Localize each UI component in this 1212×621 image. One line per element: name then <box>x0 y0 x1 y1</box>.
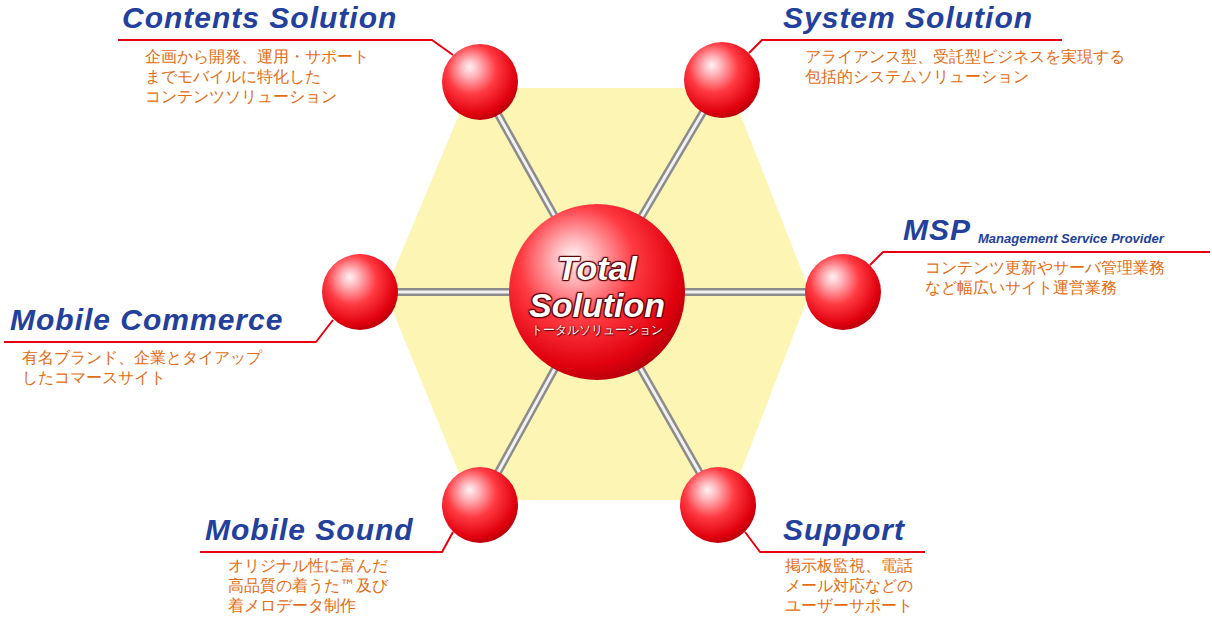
description-text: コンテンツ更新やサーバ管理業務 など幅広いサイト運営業務 <box>925 258 1178 298</box>
hexagon-ground <box>385 88 810 500</box>
sphere-shape <box>322 254 398 330</box>
spoke-tube <box>683 288 807 296</box>
spoke-tube <box>497 367 555 473</box>
spoke-highlight <box>683 291 807 294</box>
hub-circle: Total Solutionトータルソリューション <box>509 204 685 380</box>
description-text: アライアンス型、受託型ビジネスを実現する 包括的システムソリューション <box>805 47 1138 87</box>
spoke-highlight <box>396 291 511 294</box>
hub-subtitle: トータルソリューション <box>509 323 685 337</box>
spoke-tube <box>498 113 556 216</box>
spoke-tube <box>641 111 704 218</box>
sphere-node: System Solutionアライアンス型、受託型ビジネスを実現する 包括的シ… <box>684 42 760 118</box>
spoke-highlight <box>498 113 556 216</box>
spoke-connector <box>497 367 555 473</box>
heading-text: MSP <box>903 214 971 246</box>
sphere-fill <box>442 467 518 543</box>
sphere-node: MSPManagement Service Providerコンテンツ更新やサー… <box>805 254 881 330</box>
sphere-node: Contents Solution企画から開発、運用・サポート までモバイルに特… <box>442 44 518 120</box>
sphere-shape <box>680 467 756 543</box>
heading-text: System Solution <box>783 2 1033 34</box>
spoke-highlight <box>639 367 700 474</box>
spoke-connector <box>639 367 700 474</box>
spoke-connector <box>498 113 556 216</box>
hub-title: Total Solution <box>522 250 672 324</box>
sphere-fill <box>684 42 760 118</box>
spoke-connector <box>396 292 511 293</box>
sphere-fill <box>509 204 685 380</box>
sphere-shape <box>442 467 518 543</box>
sphere-fill <box>680 467 756 543</box>
spoke-tube <box>396 288 511 296</box>
description-text: オリジナル性に富んだ 高品質の着うた™及び 着メロデータ制作 <box>228 556 401 616</box>
heading-text: Support <box>783 514 905 546</box>
sphere-shape <box>442 44 518 120</box>
spoke-highlight <box>497 367 555 473</box>
spoke-connector <box>641 111 704 218</box>
description-text: 掲示板監視、電話 メール対応などの ユーザーサポート <box>785 556 926 616</box>
sphere-fill <box>442 44 518 120</box>
description-text: 企画から開発、運用・サポート までモバイルに特化した コンテンツソリューション <box>145 47 382 107</box>
spoke-connector <box>683 292 807 293</box>
spoke-tube <box>639 367 700 474</box>
heading-text: Contents Solution <box>122 2 397 34</box>
sphere-fill <box>322 254 398 330</box>
heading-text: Mobile Commerce <box>10 304 283 336</box>
sphere-node: Mobile Commerce有名ブランド、企業とタイアップ したコマースサイト <box>322 254 398 330</box>
heading-text: Mobile Sound <box>205 514 414 546</box>
sphere-node: Support掲示板監視、電話 メール対応などの ユーザーサポート <box>680 467 756 543</box>
sphere-shape <box>684 42 760 118</box>
sphere-fill <box>805 254 881 330</box>
subtitle-text: Management Service Provider <box>978 231 1164 246</box>
sphere-node: Mobile Soundオリジナル性に富んだ 高品質の着うた™及び 着メロデータ… <box>442 467 518 543</box>
spoke-highlight <box>641 111 704 218</box>
description-text: 有名ブランド、企業とタイアップ したコマースサイト <box>22 348 275 388</box>
sphere-shape <box>805 254 881 330</box>
